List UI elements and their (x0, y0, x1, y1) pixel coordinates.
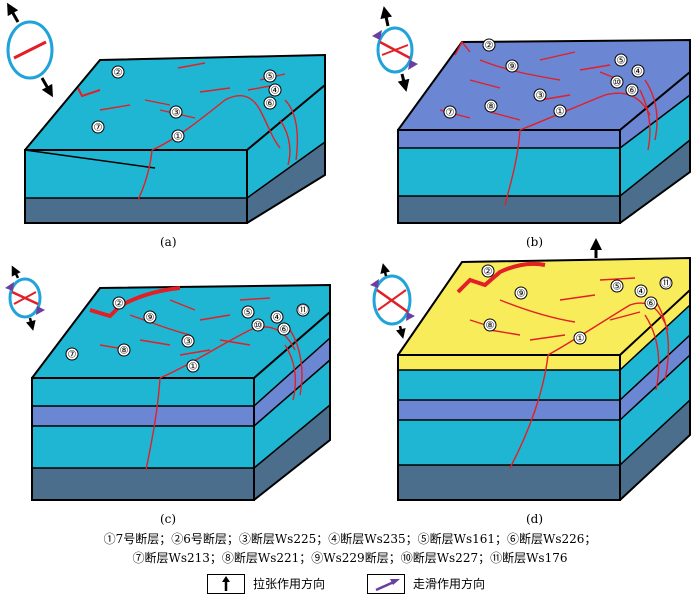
svg-text:⑤: ⑤ (266, 72, 275, 83)
marker-4: ④ (270, 310, 284, 324)
svg-text:⑥: ⑥ (628, 86, 637, 97)
panel-d-block (397, 238, 691, 501)
marker-1: ① (553, 104, 567, 118)
svg-text:⑦: ⑦ (94, 123, 103, 134)
extension-arrow-icon (222, 576, 230, 591)
svg-text:⑧: ⑧ (486, 321, 495, 332)
svg-text:⑩: ⑩ (254, 321, 263, 332)
marker-10: ⑩ (610, 75, 624, 89)
marker-2: ② (482, 38, 496, 52)
marker-9: ⑨ (143, 310, 157, 324)
panel-c-markers: ② ⑨ ⑤ ④ ⑪ ⑩ ⑥ ③ ⑧ ⑦ ① (65, 296, 310, 373)
svg-text:⑪: ⑪ (298, 305, 308, 317)
svg-text:③: ③ (172, 108, 181, 119)
svg-text:⑧: ⑧ (487, 102, 496, 113)
marker-8: ⑧ (483, 318, 497, 332)
svg-text:③: ③ (184, 337, 193, 348)
svg-text:②: ② (484, 267, 493, 278)
marker-6: ⑥ (644, 296, 658, 310)
svg-text:②: ② (115, 299, 124, 310)
marker-7: ⑦ (65, 347, 79, 361)
marker-8: ⑧ (117, 343, 131, 357)
marker-2: ② (111, 65, 125, 79)
marker-1: ① (573, 331, 587, 345)
svg-text:⑦: ⑦ (68, 350, 77, 361)
marker-11: ⑪ (659, 276, 673, 290)
svg-text:⑧: ⑧ (120, 346, 129, 357)
svg-text:④: ④ (637, 287, 646, 298)
svg-text:⑨: ⑨ (146, 313, 155, 324)
marker-6: ⑥ (263, 96, 277, 110)
panel-c-block (31, 283, 331, 501)
legend-line-1: ①7号断层；②6号断层；③断层Ws225；④断层Ws235；⑤断层Ws161；⑥… (103, 532, 597, 546)
marker-9: ⑨ (514, 286, 528, 300)
panel-b-markers: ② ⑨ ⑤ ④ ⑩ ⑥ ③ ⑧ ⑦ ① (443, 38, 645, 119)
marker-8: ⑧ (484, 99, 498, 113)
marker-3: ③ (533, 88, 547, 102)
panel-d-label: (d) (526, 512, 544, 526)
panel-a-faults (99, 62, 299, 201)
legend-line-2: ⑦断层Ws213；⑧断层Ws221；⑨Ws229断层；⑩断层Ws227；⑪断层W… (132, 551, 568, 565)
svg-text:⑤: ⑤ (617, 56, 626, 67)
svg-text:③: ③ (536, 91, 545, 102)
svg-text:⑦: ⑦ (446, 108, 455, 119)
svg-text:⑥: ⑥ (266, 99, 275, 110)
panel-a-label: (a) (160, 235, 177, 249)
marker-4: ④ (268, 83, 282, 97)
marker-2: ② (481, 264, 495, 278)
extension-legend-box (207, 574, 245, 594)
panel-a-markers: ② ③ ⑦ ① ⑤ ④ ⑥ (91, 65, 282, 143)
marker-3: ③ (181, 334, 195, 348)
marker-7: ⑦ (443, 105, 457, 119)
svg-text:⑨: ⑨ (508, 62, 517, 73)
marker-3: ③ (169, 105, 183, 119)
svg-text:④: ④ (273, 313, 282, 324)
marker-9: ⑨ (505, 59, 519, 73)
strike-slip-arrow-icon (375, 579, 400, 592)
svg-text:⑥: ⑥ (647, 299, 656, 310)
marker-6: ⑥ (277, 322, 291, 336)
marker-1: ① (186, 359, 200, 373)
panel-c-stress-ellipse (5, 265, 45, 331)
svg-text:①: ① (576, 334, 585, 345)
marker-4: ④ (631, 64, 645, 78)
panel-d-markers: ② ⑨ ⑤ ④ ⑪ ⑥ ⑧ ① (481, 264, 673, 345)
panel-a-stress-ellipse (6, 2, 54, 98)
svg-text:①: ① (556, 107, 565, 118)
svg-text:⑩: ⑩ (613, 78, 622, 89)
svg-text:④: ④ (634, 67, 643, 78)
marker-5: ⑤ (263, 69, 277, 83)
svg-text:①: ① (189, 362, 198, 373)
panel-b-label: (b) (526, 235, 544, 249)
marker-10: ⑩ (251, 318, 265, 332)
svg-text:②: ② (114, 68, 123, 79)
svg-text:⑨: ⑨ (517, 289, 526, 300)
marker-4: ④ (634, 284, 648, 298)
svg-text:⑤: ⑤ (613, 282, 622, 293)
panel-c-label: (c) (160, 512, 177, 526)
svg-text:⑪: ⑪ (661, 278, 671, 290)
svg-text:②: ② (485, 41, 494, 52)
svg-text:①: ① (174, 132, 183, 143)
panel-b-block (397, 38, 691, 224)
marker-6: ⑥ (625, 83, 639, 97)
svg-text:⑤: ⑤ (244, 308, 253, 319)
marker-5: ⑤ (241, 305, 255, 319)
svg-text:④: ④ (271, 86, 280, 97)
strike-slip-legend-box (367, 574, 405, 594)
svg-text:⑥: ⑥ (280, 325, 289, 336)
marker-5: ⑤ (610, 279, 624, 293)
marker-7: ⑦ (91, 120, 105, 134)
extension-legend-label: 拉张作用方向 (253, 577, 326, 591)
marker-1: ① (171, 129, 185, 143)
panel-b-stress-ellipse (372, 6, 418, 92)
marker-11: ⑪ (296, 303, 310, 317)
marker-2: ② (112, 296, 126, 310)
marker-5: ⑤ (614, 53, 628, 67)
panel-d-stress-ellipse (370, 263, 415, 339)
strike-slip-legend-label: 走滑作用方向 (413, 577, 486, 591)
